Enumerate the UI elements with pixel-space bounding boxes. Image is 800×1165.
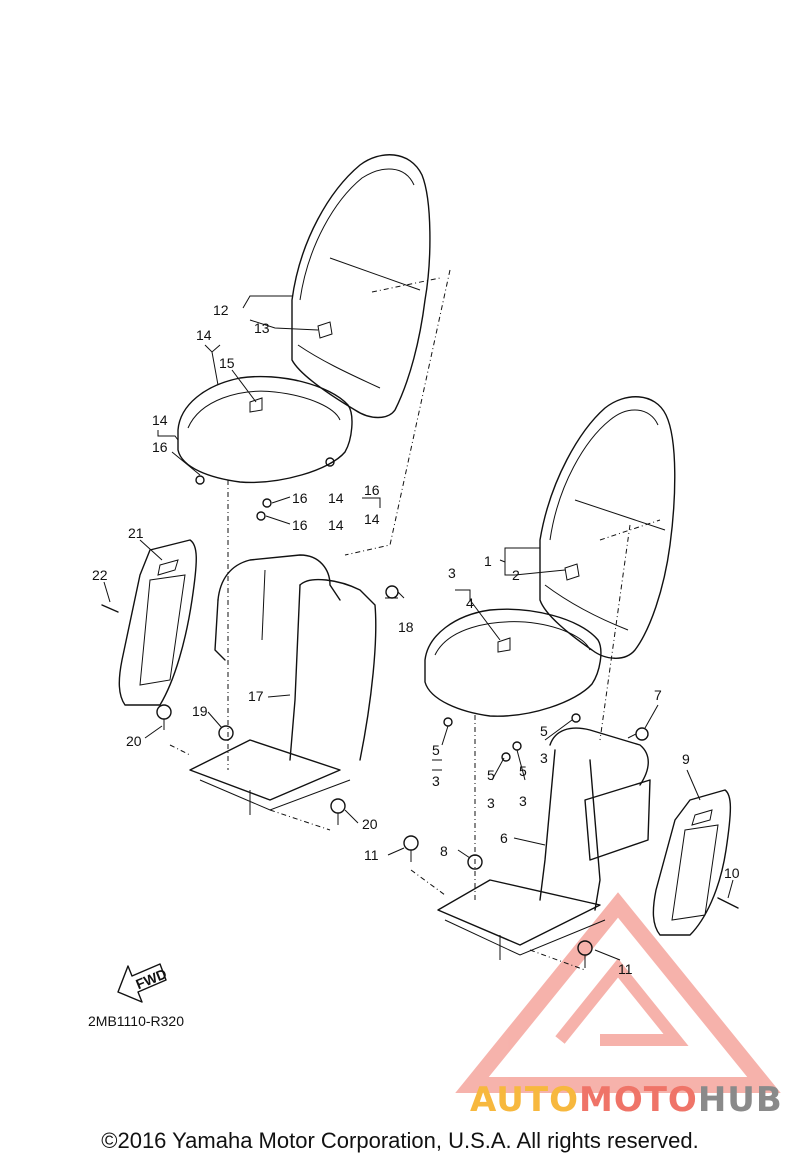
callout-5: 5: [519, 763, 527, 779]
callout-14: 14: [196, 327, 212, 343]
watermark-part-1: AUTO: [470, 1080, 579, 1120]
left-seat-backrest: [291, 154, 441, 419]
callout-3: 3: [519, 793, 527, 809]
callout-17: 17: [248, 688, 264, 704]
callout-12: 12: [213, 302, 229, 318]
callout-14: 14: [152, 412, 168, 428]
callout-14: 14: [364, 511, 380, 527]
callout-5: 5: [540, 723, 548, 739]
callout-20: 20: [362, 816, 378, 832]
left-seat-frame: [189, 554, 377, 815]
callout-16: 16: [292, 490, 308, 506]
right-centerline-3: [410, 869, 586, 971]
callout-9: 9: [682, 751, 690, 767]
left-side-panel: [118, 539, 197, 706]
callout-15: 15: [219, 355, 235, 371]
left-centerline-3: [169, 744, 331, 831]
callout-7: 7: [654, 687, 662, 703]
callout-13: 13: [254, 320, 270, 336]
callout-5: 5: [432, 742, 440, 758]
callout-16: 16: [152, 439, 168, 455]
right-side-panel: [652, 789, 732, 936]
fwd-arrow-icon: FWD: [117, 963, 169, 1003]
callout-22: 22: [92, 567, 108, 583]
callout-16: 16: [364, 482, 380, 498]
callout-3: 3: [448, 565, 456, 581]
callout-20: 20: [126, 733, 142, 749]
callout-16: 16: [292, 517, 308, 533]
left-bolts-nuts: [101, 457, 405, 825]
watermark-brand: AUTOMOTOHUB: [470, 1080, 783, 1120]
callout-4: 4: [466, 595, 474, 611]
callout-6: 6: [500, 830, 508, 846]
callout-19: 19: [192, 703, 208, 719]
fwd-label: FWD: [133, 965, 169, 992]
callout-3: 3: [540, 750, 548, 766]
diagram-code: 2MB1110-R320: [88, 1013, 184, 1029]
right-seat-backrest: [539, 396, 676, 659]
callout-3: 3: [432, 773, 440, 789]
watermark-triangle-icon: [455, 892, 781, 1093]
callout-2: 2: [512, 567, 520, 583]
right-seat-frame: [437, 727, 651, 960]
callout-leaders: [103, 295, 734, 961]
callout-11: 11: [364, 847, 379, 863]
callout-5: 5: [487, 767, 495, 783]
callout-14: 14: [328, 517, 344, 533]
callout-10: 10: [724, 865, 740, 881]
watermark-part-2: MOTO: [578, 1080, 698, 1120]
callout-11: 11: [618, 961, 633, 977]
callout-labels: 1 2 3 4 5 3 5 3 5 3 5 3 6 7 8 9 10 11 11…: [92, 302, 740, 977]
right-seat-cushion: [424, 608, 602, 717]
callout-21: 21: [128, 525, 144, 541]
left-centerline-2: [344, 269, 451, 556]
callout-8: 8: [440, 843, 448, 859]
callout-3: 3: [487, 795, 495, 811]
watermark-part-3: HUB: [697, 1080, 783, 1120]
left-seat-cushion: [177, 375, 353, 484]
callout-14: 14: [328, 490, 344, 506]
callout-18: 18: [398, 619, 414, 635]
right-centerline-2: [599, 524, 631, 741]
callout-1: 1: [484, 553, 492, 569]
copyright-notice: ©2016 Yamaha Motor Corporation, U.S.A. A…: [101, 1128, 699, 1153]
right-bolts-nuts: [403, 713, 739, 968]
